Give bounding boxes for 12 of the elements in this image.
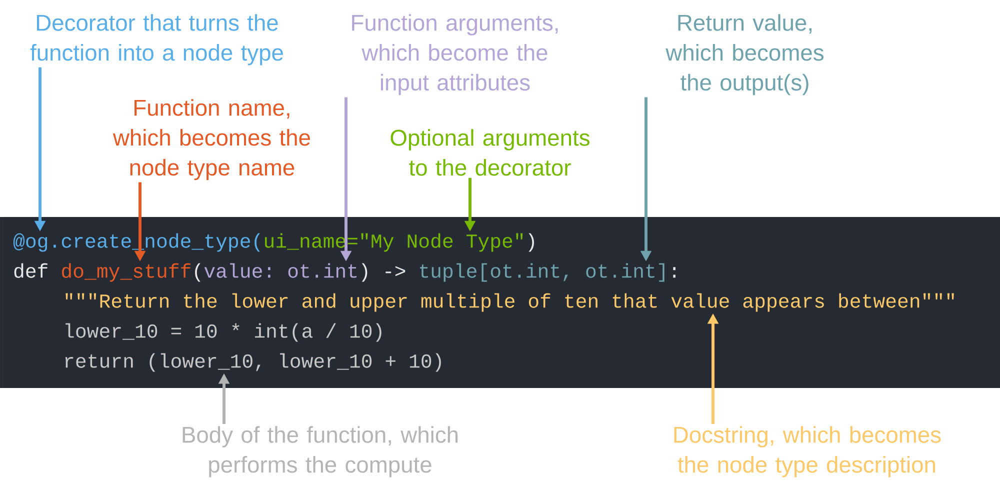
annotation-text: Body of the function, which performs the compute <box>182 426 458 478</box>
annotation-text: Function arguments, which become the input attributes <box>352 14 558 96</box>
annotation-text: Function name, which becomes the node type name <box>112 99 310 180</box>
annotation-text: Decorator that turns the function into a node type <box>30 14 283 66</box>
code-line: return (lower_10, lower_10 + 10) <box>65 353 441 372</box>
code-line: """Return the lower and upper multiple of ten that value appears between""" <box>66 293 954 312</box>
annotation-text: Docstring, which becomes the node type description <box>674 426 941 478</box>
annotation-text: Optional arguments to the decorator <box>390 129 590 176</box>
code-block <box>0 217 1000 388</box>
annotation-text: Return value, which becomes the output(s) <box>666 14 824 96</box>
code-line: def do_my_stuff ( value: ot.int ) -> tuple[ot.int, ot.int] : <box>14 263 676 282</box>
code-line: lower_10 = 10 * int(a / 10) <box>66 323 382 342</box>
